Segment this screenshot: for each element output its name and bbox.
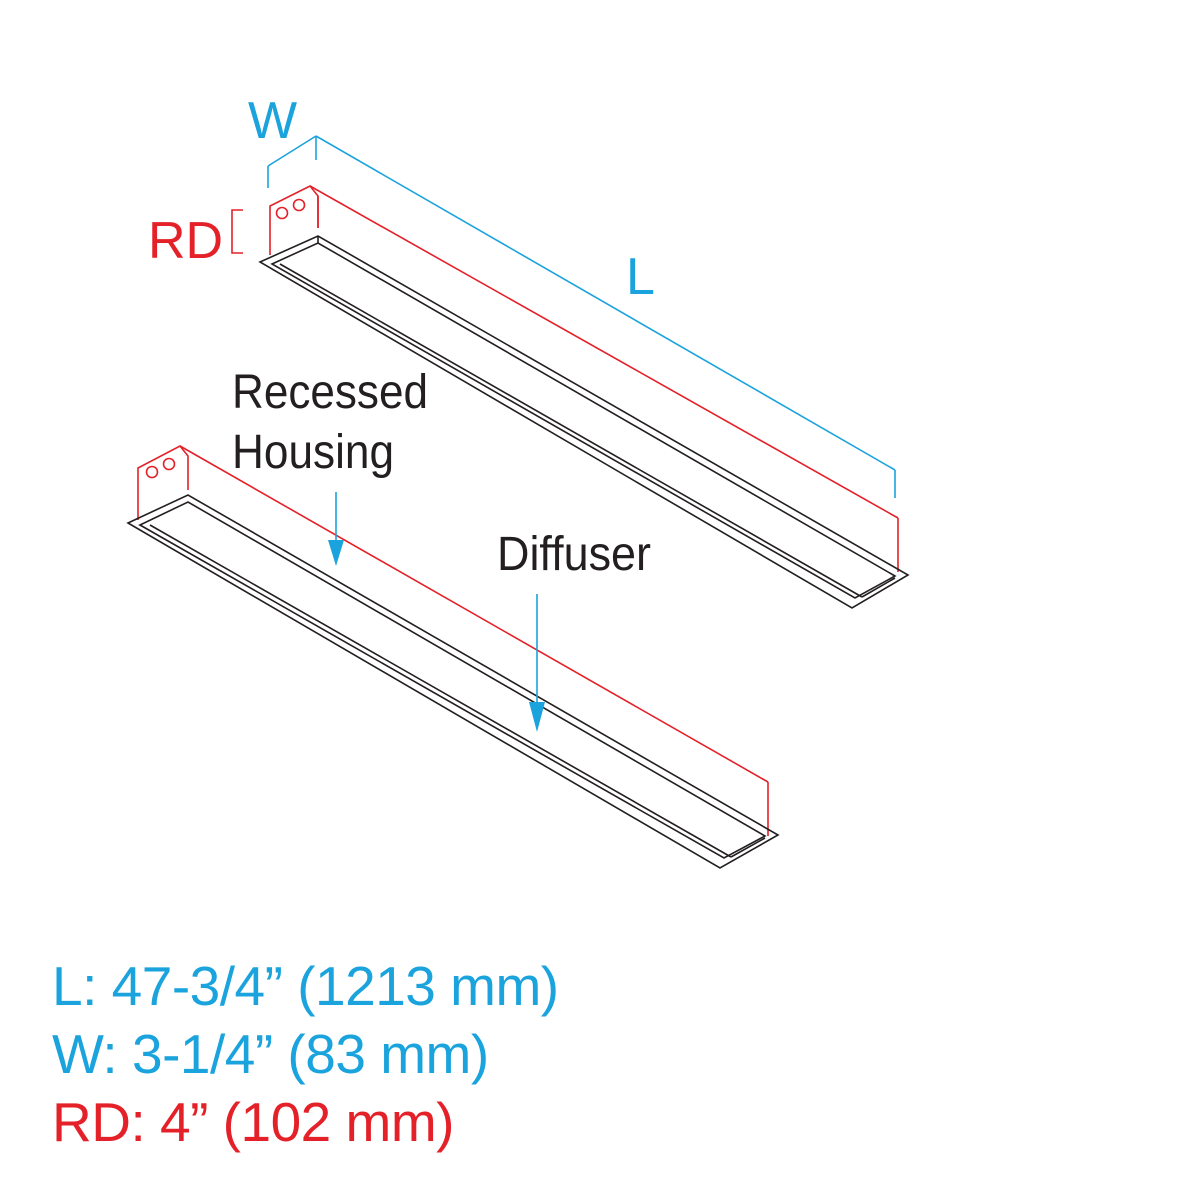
top-fixture	[258, 184, 910, 609]
bottom-fixture	[126, 444, 780, 869]
length-label: L	[626, 248, 655, 306]
diffuser-arrow	[529, 594, 545, 732]
recess-depth-spec: RD: 4” (102 mm)	[52, 1091, 454, 1153]
width-label: W	[248, 92, 297, 150]
housing-callout-line2: Housing	[232, 426, 394, 479]
length-spec: L: 47-3/4” (1213 mm)	[52, 955, 559, 1017]
bottom-fixture-trim	[126, 494, 780, 869]
housing-arrow	[328, 492, 344, 566]
top-fixture-housing	[269, 184, 899, 572]
recess-depth-bracket	[231, 209, 243, 254]
width-spec: W: 3-1/4” (83 mm)	[52, 1023, 489, 1085]
dimension-specs: L: 47-3/4” (1213 mm) W: 3-1/4” (83 mm) R…	[52, 952, 559, 1156]
diffuser-callout: Diffuser	[497, 528, 651, 581]
housing-callout-line1: Recessed	[232, 366, 428, 419]
length-dimension-line	[315, 135, 896, 498]
width-dimension-line	[267, 135, 317, 188]
recess-depth-label: RD	[148, 212, 223, 270]
bottom-fixture-housing	[137, 444, 769, 836]
top-fixture-trim	[258, 235, 910, 609]
